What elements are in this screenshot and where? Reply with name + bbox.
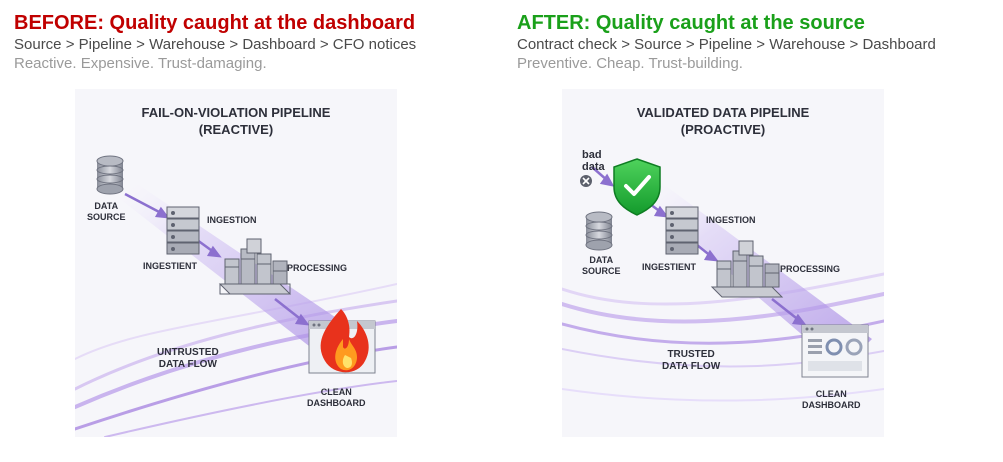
trusted-flow-label: TRUSTED DATA FLOW (662, 349, 721, 372)
server-stack-icon (665, 206, 699, 255)
ingestient-label: INGESTIENT (143, 261, 198, 271)
processing-label: PROCESSING (287, 263, 348, 273)
dashboard-window-icon (801, 324, 869, 378)
ingestion-label: INGESTION (706, 215, 756, 225)
proactive-panel-title: VALIDATED DATA PIPELINE (PROACTIVE) (636, 105, 810, 137)
processing-label: PROCESSING (780, 264, 841, 274)
server-cluster-icon (218, 238, 292, 295)
server-stack-icon (166, 206, 200, 255)
database-icon (96, 155, 124, 195)
shield-check-icon (613, 158, 661, 216)
dashboard-label: CLEAN DASHBOARD (802, 389, 861, 410)
reactive-pipeline-illustration: FAIL-ON-VIOLATION PIPELINE (REACTIVE) DA… (75, 89, 397, 437)
after-headline: AFTER: Quality caught at the source (517, 12, 865, 34)
data-source-label: DATA SOURCE (87, 201, 126, 222)
bad-data-label: bad data (582, 149, 605, 173)
proactive-pipeline-graphic (562, 158, 884, 402)
after-flow-text: Contract check > Source > Pipeline > War… (517, 36, 936, 53)
ingestient-label: INGESTIENT (642, 262, 697, 272)
arrow-icon (591, 166, 807, 326)
after-column: AFTER: Quality caught at the source Cont… (517, 0, 997, 73)
proactive-pipeline-illustration: VALIDATED DATA PIPELINE (PROACTIVE) bad … (562, 89, 884, 437)
database-icon (585, 211, 613, 251)
reactive-panel-title: FAIL-ON-VIOLATION PIPELINE (REACTIVE) (141, 105, 331, 137)
flame-icon (320, 309, 369, 373)
before-headline: BEFORE: Quality caught at the dashboard (14, 12, 416, 34)
before-flow-text: Source > Pipeline > Warehouse > Dashboar… (14, 36, 417, 53)
ingestion-label: INGESTION (207, 215, 257, 225)
server-cluster-icon (710, 240, 784, 298)
before-verdict-text: Reactive. Expensive. Trust-damaging. (14, 55, 267, 72)
untrusted-flow-label: UNTRUSTED DATA FLOW (157, 347, 219, 370)
data-source-label: DATA SOURCE (582, 255, 621, 276)
after-verdict-text: Preventive. Cheap. Trust-building. (517, 55, 743, 72)
dashboard-label: CLEAN DASHBOARD (307, 387, 366, 408)
reject-x-icon (580, 175, 592, 187)
arrow-icon (124, 192, 310, 326)
reactive-pipeline-graphic (75, 155, 397, 437)
before-column: BEFORE: Quality caught at the dashboard … (14, 0, 494, 73)
